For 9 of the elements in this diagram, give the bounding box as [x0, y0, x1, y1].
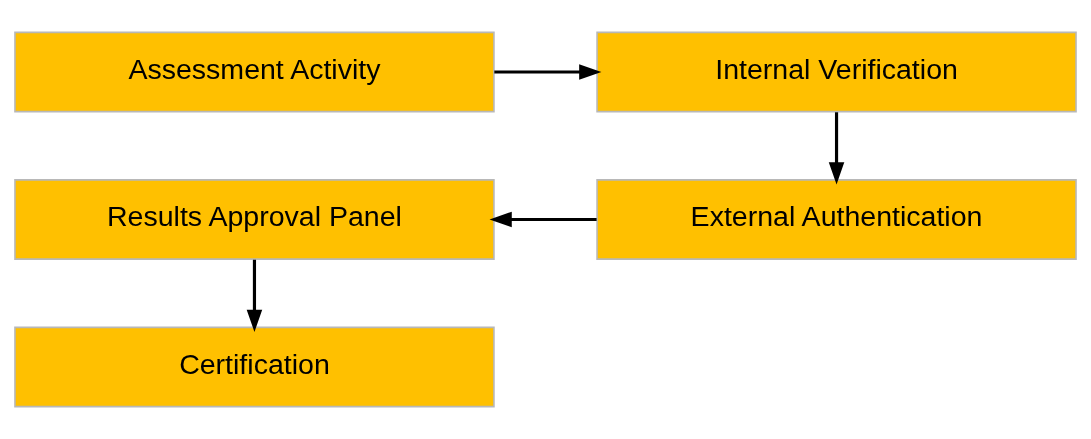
arrow: [494, 64, 602, 80]
node-box: Internal Verification: [596, 31, 1077, 113]
node-box: Assessment Activity: [14, 31, 495, 113]
node-box: External Authentication: [596, 179, 1077, 260]
arrow: [489, 211, 597, 228]
arrow: [828, 112, 845, 185]
node-box: Certification: [14, 326, 495, 408]
arrow: [246, 259, 263, 332]
node-box: Results Approval Panel: [14, 179, 495, 260]
